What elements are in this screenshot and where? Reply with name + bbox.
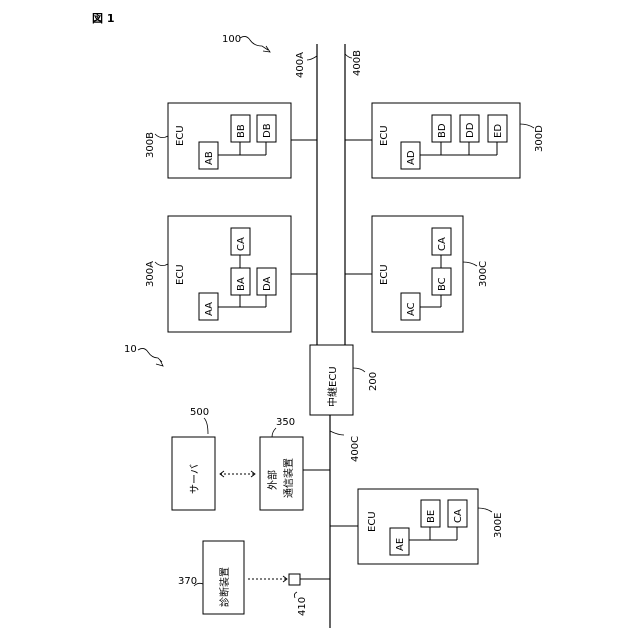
- comm-label-1: 外部: [266, 470, 279, 490]
- svg-text:BC: BC: [437, 277, 448, 291]
- diag-connector-link: [248, 576, 287, 582]
- svg-text:BD: BD: [437, 123, 448, 138]
- bus-400c-label: 400C: [350, 436, 361, 462]
- ref-10-arrow: [138, 348, 163, 366]
- ecu-300a-title: ECU: [175, 264, 186, 285]
- svg-text:ED: ED: [493, 124, 504, 138]
- gateway-200: 中継ECU 200: [310, 345, 379, 415]
- bus-400a-label: 400A: [295, 52, 306, 78]
- ecu-300c: ECU AC BC CA 300C: [345, 216, 489, 332]
- svg-text:AE: AE: [395, 538, 406, 551]
- ref-100: 100: [222, 34, 241, 45]
- diag-label: 診断装置: [218, 567, 231, 607]
- ecu-300b-ref: 300B: [145, 132, 156, 158]
- bus-400b-label: 400B: [352, 50, 363, 76]
- ecu-300a-ref: 300A: [145, 261, 156, 287]
- svg-text:AC: AC: [406, 302, 417, 316]
- ecu-300e-title: ECU: [367, 511, 378, 532]
- svg-text:DD: DD: [465, 122, 476, 138]
- svg-text:AA: AA: [204, 302, 215, 316]
- ecu-300c-title: ECU: [379, 264, 390, 285]
- svg-text:BE: BE: [426, 510, 437, 523]
- svg-text:DA: DA: [262, 276, 273, 291]
- server-ref: 500: [190, 407, 209, 418]
- ecu-300e-ref: 300E: [493, 513, 504, 538]
- ecu-300d: ECU AD BD DD ED 300D: [345, 103, 545, 178]
- ref-100-arrow: [240, 36, 270, 52]
- svg-text:CA: CA: [453, 509, 464, 523]
- ecu-300b: ECU AB BB DB 300B: [145, 103, 317, 178]
- ecu-300d-ref: 300D: [534, 125, 545, 152]
- ecu-300a: ECU AA BA DA CA 300A: [145, 216, 317, 332]
- svg-text:AD: AD: [406, 150, 417, 165]
- svg-text:CA: CA: [437, 237, 448, 251]
- ecu-300d-title: ECU: [379, 125, 390, 146]
- comm-350: 外部 通信装置 350: [260, 417, 330, 510]
- comm-label-2: 通信装置: [282, 458, 295, 498]
- server-comm-link: [220, 471, 255, 477]
- buses: [317, 44, 345, 628]
- svg-text:CA: CA: [236, 237, 247, 251]
- connector-410: 410: [289, 574, 330, 616]
- svg-text:AB: AB: [204, 151, 215, 165]
- connector-ref: 410: [297, 597, 308, 616]
- comm-ref: 350: [276, 417, 295, 428]
- svg-text:BA: BA: [236, 277, 247, 291]
- figure-label: 図 1: [92, 11, 114, 25]
- gateway-ref: 200: [368, 372, 379, 391]
- diag-370: 診断装置 370: [178, 541, 244, 614]
- server-label: サーバ: [189, 464, 201, 494]
- ecu-300e: ECU AE BE CA 300E: [330, 489, 504, 564]
- gateway-label: 中継ECU: [326, 366, 339, 407]
- ref-10: 10: [124, 344, 137, 355]
- ecu-300b-title: ECU: [175, 125, 186, 146]
- svg-text:DB: DB: [262, 123, 273, 138]
- svg-text:BB: BB: [236, 124, 247, 138]
- ecu-300c-ref: 300C: [478, 261, 489, 287]
- server-500: サーバ 500: [172, 407, 215, 510]
